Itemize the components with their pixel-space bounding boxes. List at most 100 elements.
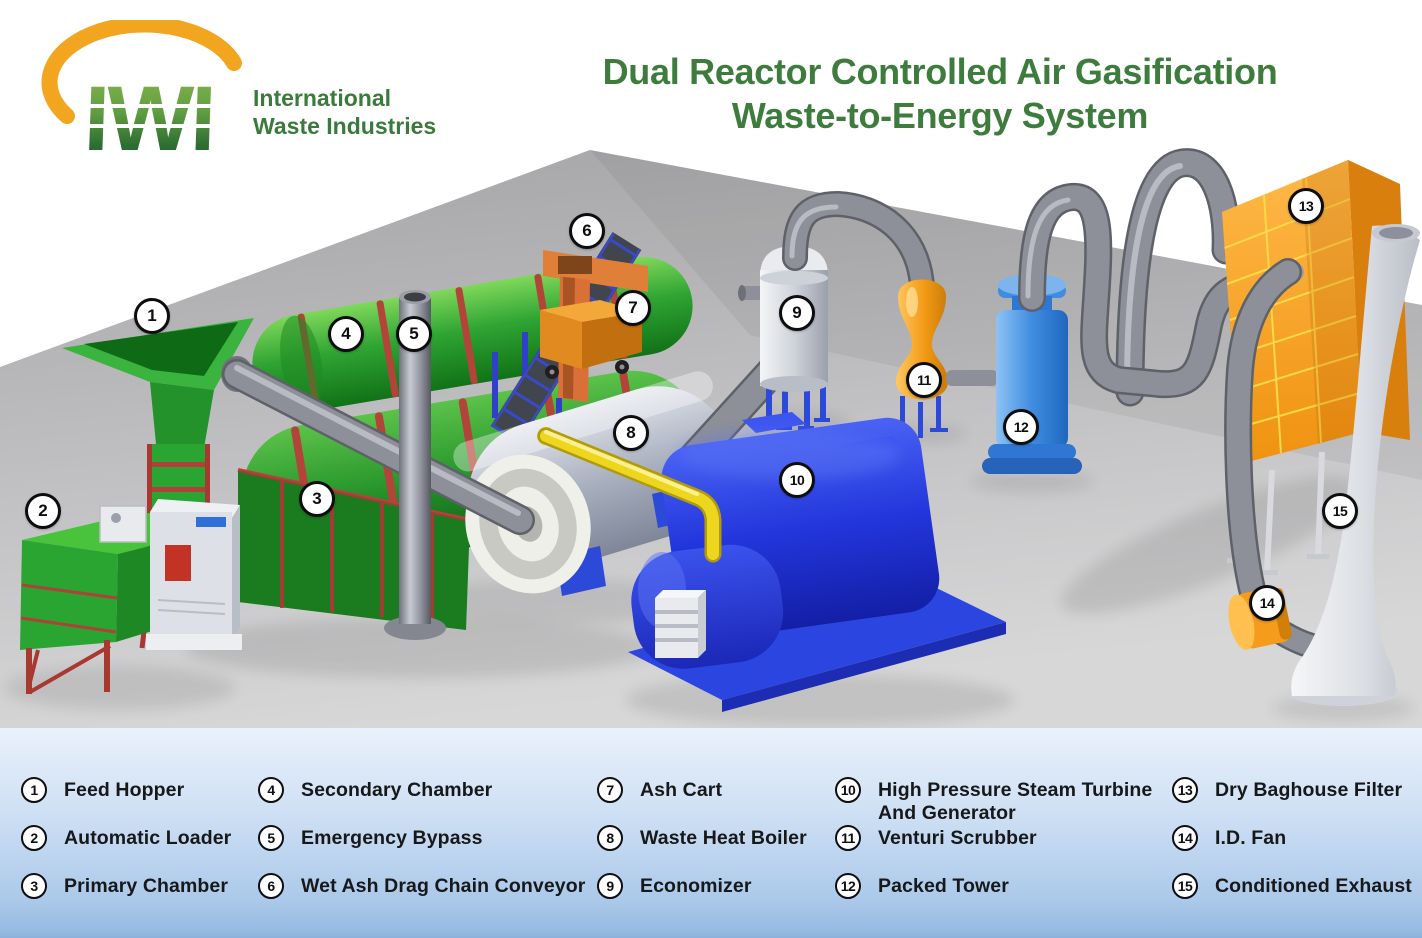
legend-number-badge: 5 bbox=[258, 825, 284, 851]
legend-label: Economizer bbox=[640, 874, 752, 897]
marker-waste-heat-boiler: 8 bbox=[613, 415, 649, 451]
marker-number: 2 bbox=[38, 501, 48, 520]
marker-number: 14 bbox=[1259, 595, 1275, 611]
legend-number-badge: 13 bbox=[1172, 777, 1198, 803]
marker-number: 11 bbox=[917, 372, 931, 388]
pipe-economizer-to-venturi bbox=[782, 190, 935, 299]
legend-item-automatic-loader: 2 Automatic Loader bbox=[21, 825, 231, 851]
logo-acronym: IWI bbox=[82, 67, 215, 165]
marker-automatic-loader: 2 bbox=[25, 493, 61, 529]
legend-number-badge: 6 bbox=[258, 873, 284, 899]
diagram-scene bbox=[0, 148, 1422, 728]
marker-number: 6 bbox=[582, 221, 592, 240]
legend-label-line2: And Generator bbox=[878, 802, 1016, 824]
marker-number: 9 bbox=[792, 303, 802, 322]
legend-item-packed-tower: 12 Packed Tower bbox=[835, 873, 1152, 899]
pipe-chamber-to-boiler bbox=[221, 356, 535, 535]
legend-label: Automatic Loader bbox=[64, 826, 232, 849]
marker-baghouse-filter: 13 bbox=[1288, 188, 1324, 224]
marker-number: 3 bbox=[312, 489, 322, 508]
legend-column-1: 1 Feed Hopper 2 Automatic Loader 3 Prima… bbox=[21, 777, 231, 921]
logo-divider bbox=[72, 124, 234, 128]
legend-label: Packed Tower bbox=[878, 874, 1009, 897]
legend-number-badge: 12 bbox=[835, 873, 861, 899]
legend-label: Conditioned Exhaust bbox=[1215, 874, 1412, 897]
legend-label: Waste Heat Boiler bbox=[640, 826, 807, 849]
baghouse-filter bbox=[1222, 160, 1410, 575]
pipe-tower-to-baghouse bbox=[1018, 183, 1296, 399]
legend-item-economizer: 9 Economizer bbox=[597, 873, 807, 899]
legend-label: High Pressure Steam Turbine bbox=[878, 778, 1153, 801]
legend-label: Dry Baghouse Filter bbox=[1215, 778, 1403, 801]
legend-label: Wet Ash Drag Chain Conveyor bbox=[301, 874, 586, 897]
control-cabinet bbox=[146, 499, 242, 650]
marker-number: 4 bbox=[341, 324, 351, 343]
legend-number-badge: 9 bbox=[597, 873, 623, 899]
marker-number: 1 bbox=[147, 306, 157, 325]
marker-emergency-bypass: 5 bbox=[396, 316, 432, 352]
marker-number: 7 bbox=[628, 298, 638, 317]
legend-label: Secondary Chamber bbox=[301, 778, 493, 801]
legend-number-badge: 10 bbox=[835, 777, 861, 803]
marker-packed-tower: 12 bbox=[1003, 409, 1039, 445]
legend-panel: 1 Feed Hopper 2 Automatic Loader 3 Prima… bbox=[0, 728, 1422, 938]
legend-column-2: 4 Secondary Chamber 5 Emergency Bypass 6… bbox=[258, 777, 585, 921]
legend-number-badge: 15 bbox=[1172, 873, 1198, 899]
marker-number: 10 bbox=[789, 472, 805, 488]
legend-item-baghouse-filter: 13 Dry Baghouse Filter bbox=[1172, 777, 1412, 803]
legend-column-3: 7 Ash Cart 8 Waste Heat Boiler 9 Economi… bbox=[597, 777, 807, 921]
legend-label: Emergency Bypass bbox=[301, 826, 483, 849]
marker-id-fan: 14 bbox=[1249, 585, 1285, 621]
legend-number-badge: 4 bbox=[258, 777, 284, 803]
marker-feed-hopper: 1 bbox=[134, 298, 170, 334]
legend-column-4: 10 High Pressure Steam Turbine And Gener… bbox=[835, 777, 1152, 921]
legend-label: I.D. Fan bbox=[1215, 826, 1287, 849]
legend-number-badge: 1 bbox=[21, 777, 47, 803]
marker-ash-conveyor: 6 bbox=[569, 213, 605, 249]
legend-label: Venturi Scrubber bbox=[878, 826, 1037, 849]
legend-item-feed-hopper: 1 Feed Hopper bbox=[21, 777, 231, 803]
steam-turbine-generator bbox=[628, 412, 1006, 712]
marker-secondary-chamber: 4 bbox=[328, 316, 364, 352]
emergency-bypass bbox=[384, 290, 446, 640]
legend-item-ash-cart: 7 Ash Cart bbox=[597, 777, 807, 803]
steam-pipe bbox=[537, 427, 722, 563]
page-title-line1: Dual Reactor Controlled Air Gasification bbox=[602, 51, 1278, 92]
marker-number: 5 bbox=[409, 324, 419, 343]
marker-primary-chamber: 3 bbox=[299, 481, 335, 517]
company-name-line2: Waste Industries bbox=[253, 113, 437, 139]
pipe-to-baghouse-rear bbox=[1115, 148, 1241, 407]
legend-item-conditioned-exhaust: 15 Conditioned Exhaust bbox=[1172, 873, 1412, 899]
legend-number-badge: 14 bbox=[1172, 825, 1198, 851]
marker-ash-cart: 7 bbox=[615, 290, 651, 326]
logo-arc bbox=[41, 20, 242, 124]
company-name: International Waste Industries bbox=[253, 84, 436, 140]
legend-number-badge: 7 bbox=[597, 777, 623, 803]
legend-item-venturi-scrubber: 11 Venturi Scrubber bbox=[835, 825, 1152, 851]
page-title: Dual Reactor Controlled Air Gasification… bbox=[570, 50, 1310, 138]
legend-column-5: 13 Dry Baghouse Filter 14 I.D. Fan 15 Co… bbox=[1172, 777, 1412, 921]
marker-exhaust-stack: 15 bbox=[1322, 493, 1358, 529]
legend-item-emergency-bypass: 5 Emergency Bypass bbox=[258, 825, 585, 851]
legend-item-primary-chamber: 3 Primary Chamber bbox=[21, 873, 231, 899]
marker-number: 15 bbox=[1332, 503, 1348, 519]
marker-number: 13 bbox=[1298, 198, 1314, 214]
legend-item-ash-conveyor: 6 Wet Ash Drag Chain Conveyor bbox=[258, 873, 585, 899]
company-logo-icon: IWI bbox=[41, 20, 242, 165]
legend-number-badge: 3 bbox=[21, 873, 47, 899]
marker-venturi-scrubber: 11 bbox=[906, 362, 942, 398]
legend-label: Primary Chamber bbox=[64, 874, 229, 897]
legend-number-badge: 8 bbox=[597, 825, 623, 851]
page-title-line2: Waste-to-Energy System bbox=[731, 95, 1149, 136]
logo-divider bbox=[72, 104, 234, 108]
company-name-line1: International bbox=[253, 85, 392, 111]
exhaust-stack bbox=[1287, 224, 1420, 706]
legend-item-secondary-chamber: 4 Secondary Chamber bbox=[258, 777, 585, 803]
legend-label: Feed Hopper bbox=[64, 778, 185, 801]
legend-number-badge: 2 bbox=[21, 825, 47, 851]
marker-number: 12 bbox=[1013, 419, 1029, 435]
legend-item-id-fan: 14 I.D. Fan bbox=[1172, 825, 1412, 851]
legend-label: Ash Cart bbox=[640, 778, 723, 801]
legend-item-waste-heat-boiler: 8 Waste Heat Boiler bbox=[597, 825, 807, 851]
